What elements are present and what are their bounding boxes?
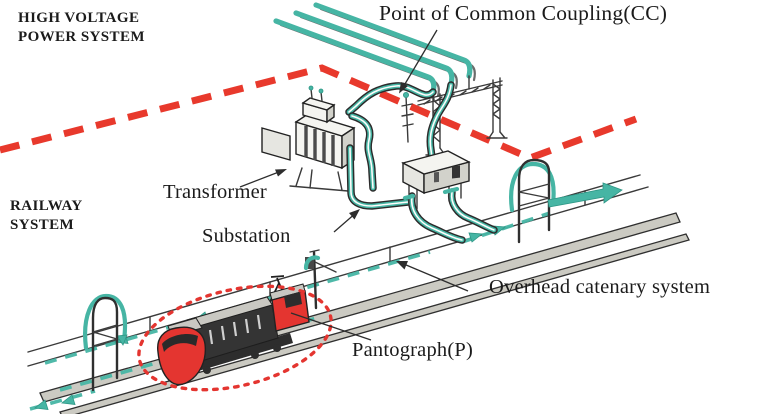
train-highlight-ellipse xyxy=(137,284,333,392)
pantograph-pointer xyxy=(290,312,372,341)
flow-arrow-right xyxy=(547,182,623,208)
railway-system-label: RAILWAY SYSTEM xyxy=(10,198,83,233)
train xyxy=(157,275,310,386)
pcc-pointer xyxy=(399,29,438,94)
transformer-label: Transformer xyxy=(163,181,267,203)
pcc-label: Point of Common Coupling(CC) xyxy=(379,1,668,25)
railway-track xyxy=(39,212,690,414)
arch-pole-left xyxy=(83,293,128,392)
arch-pole-right xyxy=(509,158,556,244)
high-voltage-system-label: HIGH VOLTAGE POWER SYSTEM xyxy=(18,10,145,45)
substation-label: Substation xyxy=(202,225,291,247)
pantograph-label: Pantograph(P) xyxy=(352,339,474,361)
substation-pointer xyxy=(333,209,360,233)
transformer-drawing xyxy=(261,85,356,192)
catenary-wires xyxy=(27,174,649,367)
catenary-pointer xyxy=(396,261,469,292)
pcc-connection-pole xyxy=(401,92,414,143)
feeder-cables xyxy=(345,81,498,244)
train-windshield xyxy=(162,333,198,352)
transformer-pointer xyxy=(239,169,287,188)
mast-middle xyxy=(303,249,337,310)
power-gantry xyxy=(401,75,508,156)
overhead-catenary-label: Overhead catenary system xyxy=(489,276,711,298)
substation-box xyxy=(401,150,471,210)
system-boundary-dashed-line xyxy=(0,64,638,162)
